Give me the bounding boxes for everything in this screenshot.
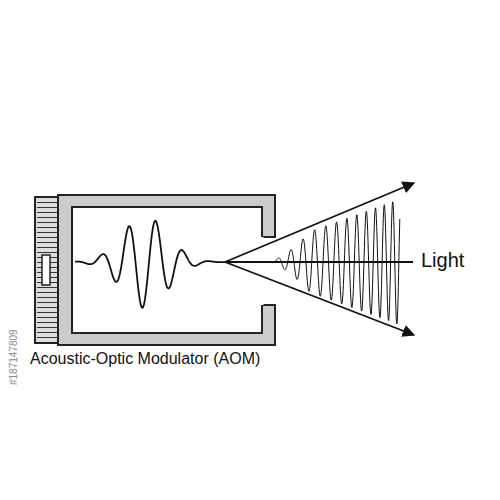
beam-label: Light (421, 249, 464, 271)
device-caption-holder: Acoustic-Optic Modulator (AOM) (30, 350, 260, 368)
beam-label-holder: Light (421, 249, 464, 272)
watermark: #187147809 (8, 329, 19, 385)
housing-frame (58, 195, 275, 345)
transducer-cap (35, 197, 60, 343)
device-caption: Acoustic-Optic Modulator (AOM) (30, 350, 260, 367)
diffracted-beam (225, 262, 414, 335)
transducer-slot (42, 255, 50, 285)
aom-housing (35, 195, 275, 345)
diffracted-beam (225, 183, 414, 262)
acoustic-wave (75, 221, 225, 308)
transducer-hatch (37, 200, 58, 340)
watermark-holder: #187147809 (3, 329, 21, 385)
crystal-window (72, 207, 262, 333)
light-axis (225, 261, 413, 263)
